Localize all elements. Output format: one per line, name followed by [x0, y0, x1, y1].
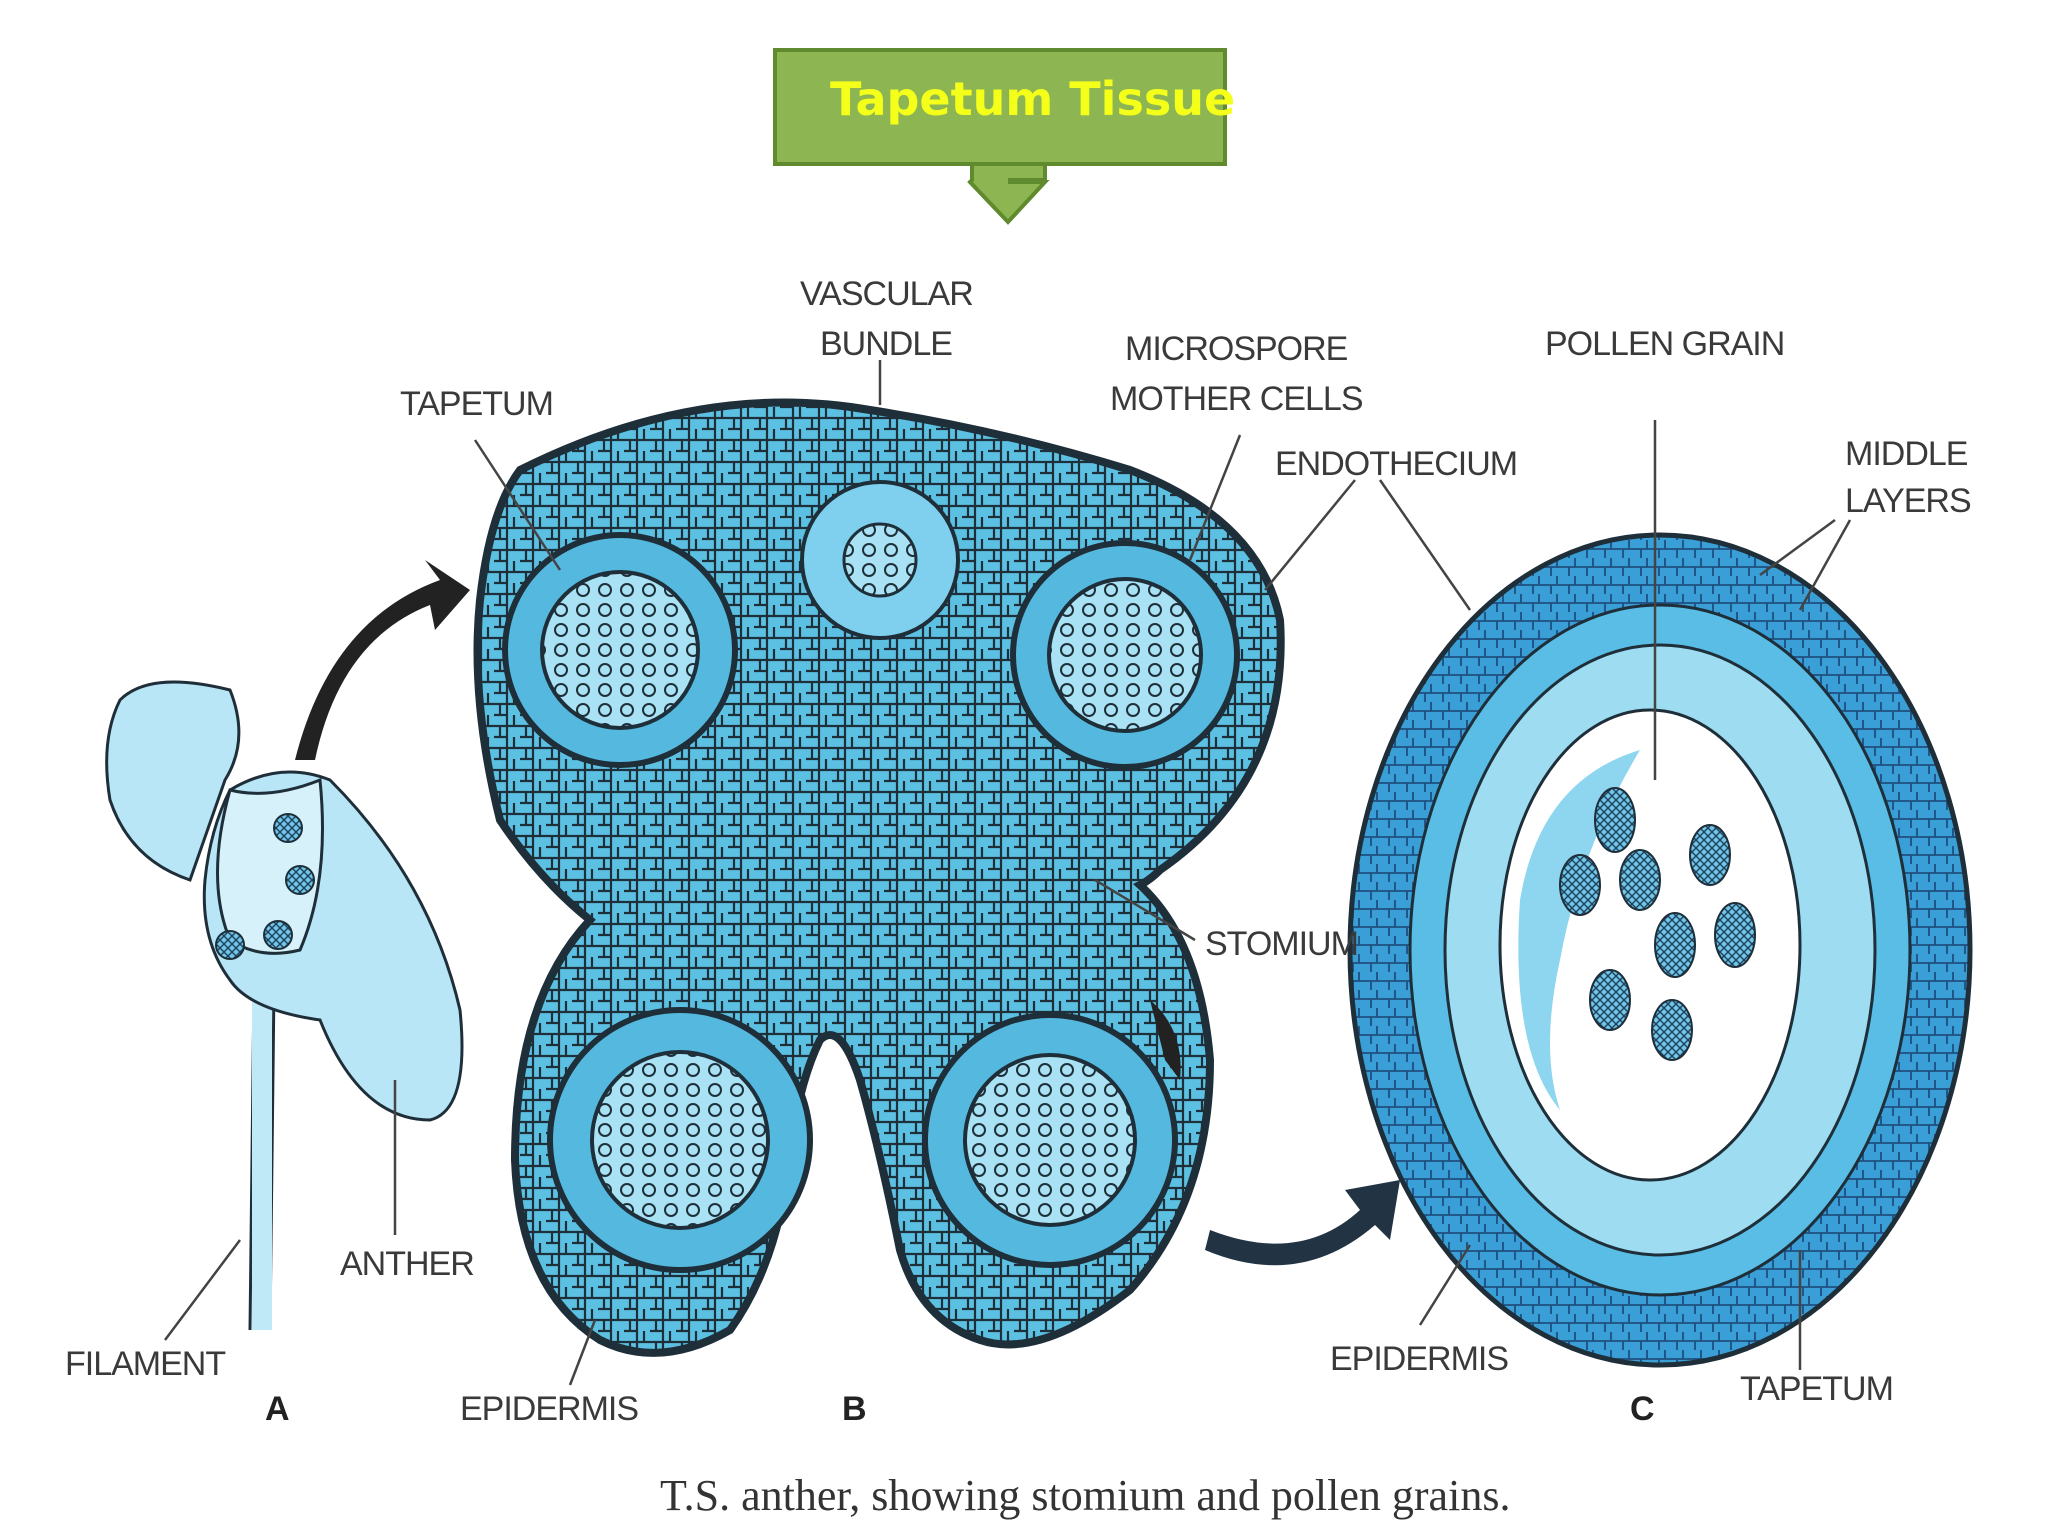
- label-pollen-grain: POLLEN GRAIN: [1545, 325, 1784, 363]
- label-tapetum-c: TAPETUM: [1740, 1370, 1893, 1408]
- tapetum-callout: Tapetum Tissue: [773, 48, 1235, 225]
- callout-box: [773, 48, 1227, 166]
- leader-lines: [164, 360, 1852, 1386]
- arrow-b-to-c: [1205, 1180, 1400, 1266]
- label-vascular-bundle-2: BUNDLE: [820, 325, 952, 363]
- label-microspore-1: MICROSPORE: [1125, 330, 1348, 368]
- label-epidermis-c: EPIDERMIS: [1330, 1340, 1508, 1378]
- label-epidermis-b: EPIDERMIS: [460, 1390, 638, 1428]
- label-stomium: STOMIUM: [1205, 925, 1358, 963]
- callout-text: Tapetum Tissue: [830, 72, 1235, 126]
- stomium-arrow: [1150, 1000, 1181, 1080]
- label-vascular-bundle-1: VASCULAR: [800, 275, 973, 313]
- label-middle-layers-1: MIDDLE: [1845, 435, 1968, 473]
- panel-letter-c: C: [1630, 1390, 1655, 1428]
- label-endothecium: ENDOTHECIUM: [1275, 445, 1517, 483]
- panel-letter-b: B: [842, 1390, 867, 1428]
- anther-tip: [105, 680, 241, 882]
- panel-b-cross-section: [473, 398, 1285, 1357]
- figure-caption: T.S. anther, showing stomium and pollen …: [660, 1471, 1510, 1520]
- label-middle-layers-2: LAYERS: [1845, 482, 1971, 520]
- callout-arrow: [967, 162, 1050, 225]
- label-microspore-2: MOTHER CELLS: [1110, 380, 1363, 418]
- label-filament: FILAMENT: [65, 1345, 225, 1383]
- label-tapetum-b: TAPETUM: [400, 385, 553, 423]
- panel-a-anther: [105, 680, 464, 1331]
- panel-letter-a: A: [265, 1390, 290, 1428]
- label-anther: ANTHER: [340, 1245, 474, 1283]
- arrow-a-to-b: [295, 560, 470, 760]
- pollen-grains: [1559, 787, 1756, 1061]
- panel-c-sporangium: [1347, 532, 1973, 1368]
